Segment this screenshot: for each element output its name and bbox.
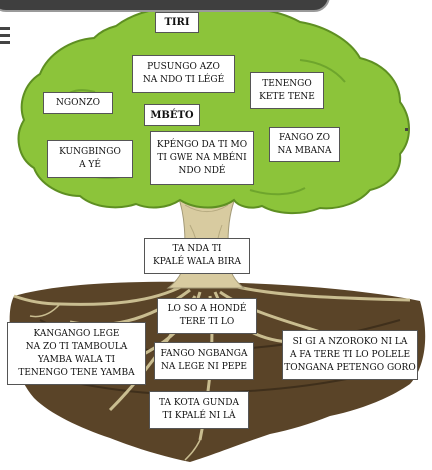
box-ta-nda: TA NDA TI KPALÉ WALA BIRA	[144, 238, 250, 274]
box-text: SI GI A NZOROKO NI LA	[292, 336, 408, 347]
box-lo-so: LO SO A HONDÉ TERE TI LO	[157, 298, 257, 334]
box-kangango: KANGANGO LEGE NA ZO TI TAMBOULA YAMBA WA…	[7, 322, 146, 385]
box-text: TENENGO	[262, 78, 312, 89]
box-text: TA KOTA GUNDA	[159, 398, 239, 408]
box-ngonzo: NGONZO	[43, 92, 113, 114]
box-text: NGONZO	[56, 97, 100, 108]
box-text: PUSUNGO AZO	[147, 62, 220, 72]
box-text: NA MBANA	[277, 145, 332, 156]
box-pusungo: PUSUNGO AZO NA NDO TI LÉGÉ	[132, 55, 235, 93]
box-text: YAMBA WALA TI	[37, 354, 116, 365]
box-mbeto: MBÉTO	[144, 104, 200, 126]
window-top-bar	[0, 0, 330, 12]
box-text: A FA TERE TI LO POLELE	[289, 349, 411, 360]
box-text: NA LEGE NI PEPE	[161, 362, 247, 372]
box-text: NDO NDÉ	[178, 165, 226, 176]
box-text: TI GWE NA MBÉNI	[157, 152, 247, 163]
menu-icon[interactable]	[0, 27, 11, 47]
box-text: TONGANA PETENGO GORO	[284, 362, 416, 373]
box-text: FANGO ZO	[279, 132, 330, 143]
box-text: FANGO NGBANGA	[160, 349, 248, 359]
box-text: MBÉTO	[150, 109, 194, 121]
box-fango-nganga: FANGO NGBANGA NA LEGE NI PEPE	[154, 342, 254, 380]
box-text: TIRI	[164, 17, 190, 28]
box-tenengo: TENENGO KETE TENE	[250, 72, 324, 109]
box-text: TI KPALÉ NI LÀ	[162, 411, 236, 421]
box-text: A YÉ	[79, 160, 101, 170]
box-text: TA NDA TI	[172, 244, 222, 254]
box-text: KUNGBINGO	[59, 147, 121, 157]
box-si-gi: SI GI A NZOROKO NI LA A FA TERE TI LO PO…	[282, 330, 418, 380]
box-text: KPALÉ WALA BIRA	[153, 257, 241, 267]
box-text: KANGANGO LEGE	[33, 328, 120, 339]
box-ta-kota: TA KOTA GUNDA TI KPALÉ NI LÀ	[149, 391, 249, 429]
box-kpengo: KPÉNGO DA TI MO TI GWE NA MBÉNI NDO NDÉ	[150, 131, 254, 185]
box-tiri: TIRI	[155, 12, 199, 33]
box-text: KPÉNGO DA TI MO	[156, 139, 248, 150]
box-fango-zo: FANGO ZO NA MBANA	[269, 127, 340, 162]
box-text: TENENGO TENE YAMBA	[18, 367, 135, 378]
box-kungbingo: KUNGBINGO A YÉ	[47, 140, 133, 178]
box-text: KETE TENE	[259, 91, 315, 102]
box-text: NA ZO TI TAMBOULA	[25, 341, 128, 352]
box-text: LO SO A HONDÉ	[167, 304, 247, 314]
box-text: NA NDO TI LÉGÉ	[142, 75, 225, 85]
box-text: TERE TI LO	[179, 317, 235, 327]
